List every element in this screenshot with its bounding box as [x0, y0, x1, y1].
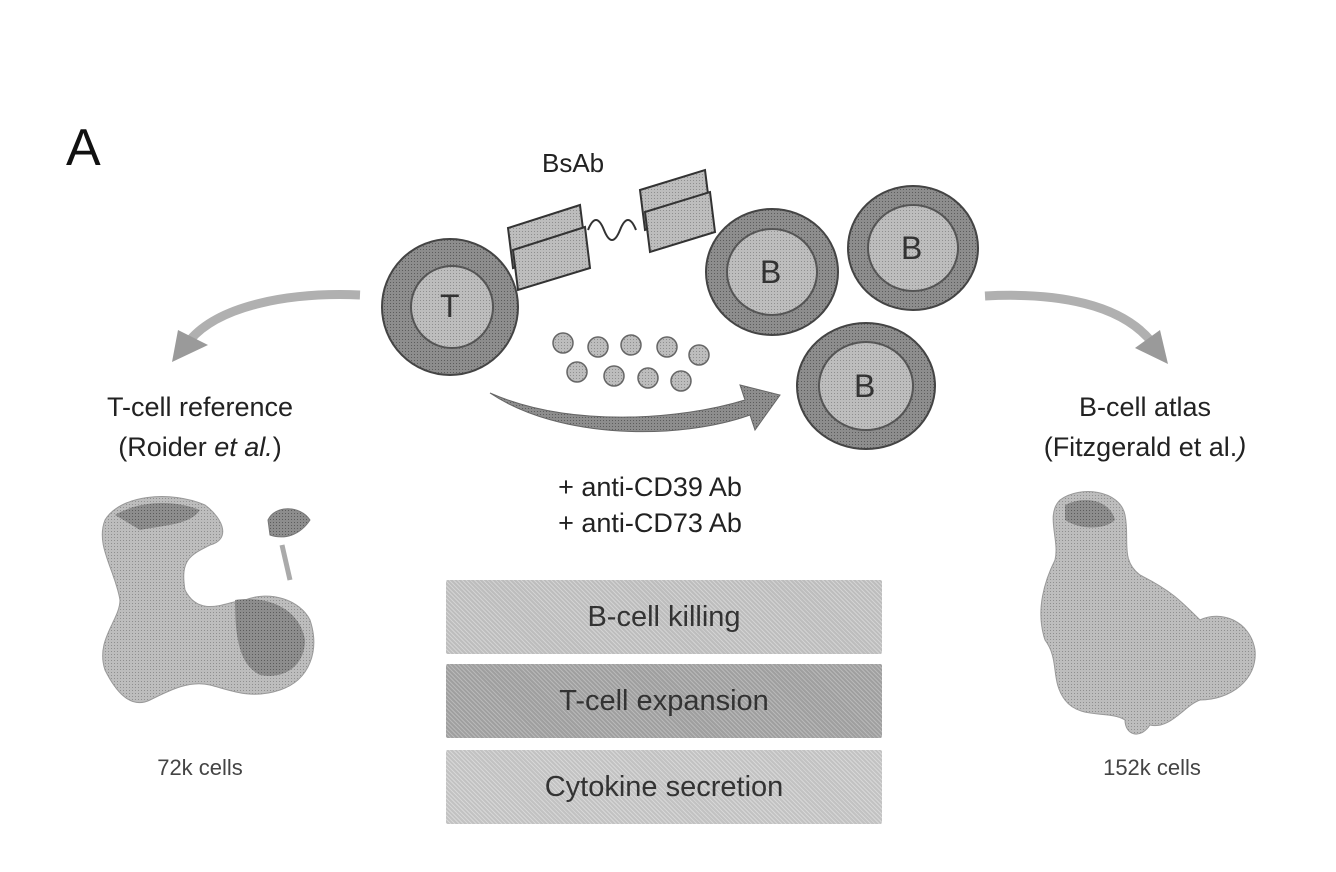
b-cell-atlas-title: B-cell atlas	[1000, 392, 1290, 423]
citation-prefix: (Roider	[118, 432, 214, 462]
b-cell-count: 152k cells	[1072, 755, 1232, 781]
citation-suffix: )	[1237, 432, 1246, 462]
citation-italic: et al.	[214, 432, 273, 462]
outcome-label: T-cell expansion	[559, 685, 769, 718]
b-cell-letter-2: B	[901, 230, 922, 267]
outcome-box-t-cell-expansion: T-cell expansion	[446, 664, 882, 738]
treatment-1: + anti-CD39 Ab	[470, 472, 830, 503]
b-cell-letter-3: B	[854, 368, 875, 405]
t-cell-reference-title: T-cell reference	[55, 392, 345, 423]
b-cell-letter-1: B	[760, 254, 781, 291]
t-cell-umap	[102, 497, 314, 703]
treatment-2: + anti-CD73 Ab	[470, 508, 830, 539]
left-arrow	[172, 295, 360, 362]
t-cell-count: 72k cells	[120, 755, 280, 781]
outcome-label: Cytokine secretion	[545, 771, 784, 804]
bsab-label: BsAb	[542, 148, 604, 179]
outcome-label: B-cell killing	[587, 601, 740, 634]
right-arrow	[985, 295, 1168, 364]
citation-prefix: (Fitzgerald et al.	[1044, 432, 1238, 462]
b-cell-atlas-citation: (Fitzgerald et al.)	[1000, 432, 1290, 463]
bsab-molecule	[508, 170, 715, 290]
t-cell-letter: T	[440, 288, 460, 325]
t-cell-reference-citation: (Roider et al.)	[55, 432, 345, 463]
b-cell-umap	[1041, 492, 1255, 734]
citation-suffix: )	[273, 432, 282, 462]
cytokine-dots	[553, 333, 709, 391]
outcome-box-cytokine-secretion: Cytokine secretion	[446, 750, 882, 824]
outcome-box-b-cell-killing: B-cell killing	[446, 580, 882, 654]
center-arrow	[490, 385, 780, 432]
